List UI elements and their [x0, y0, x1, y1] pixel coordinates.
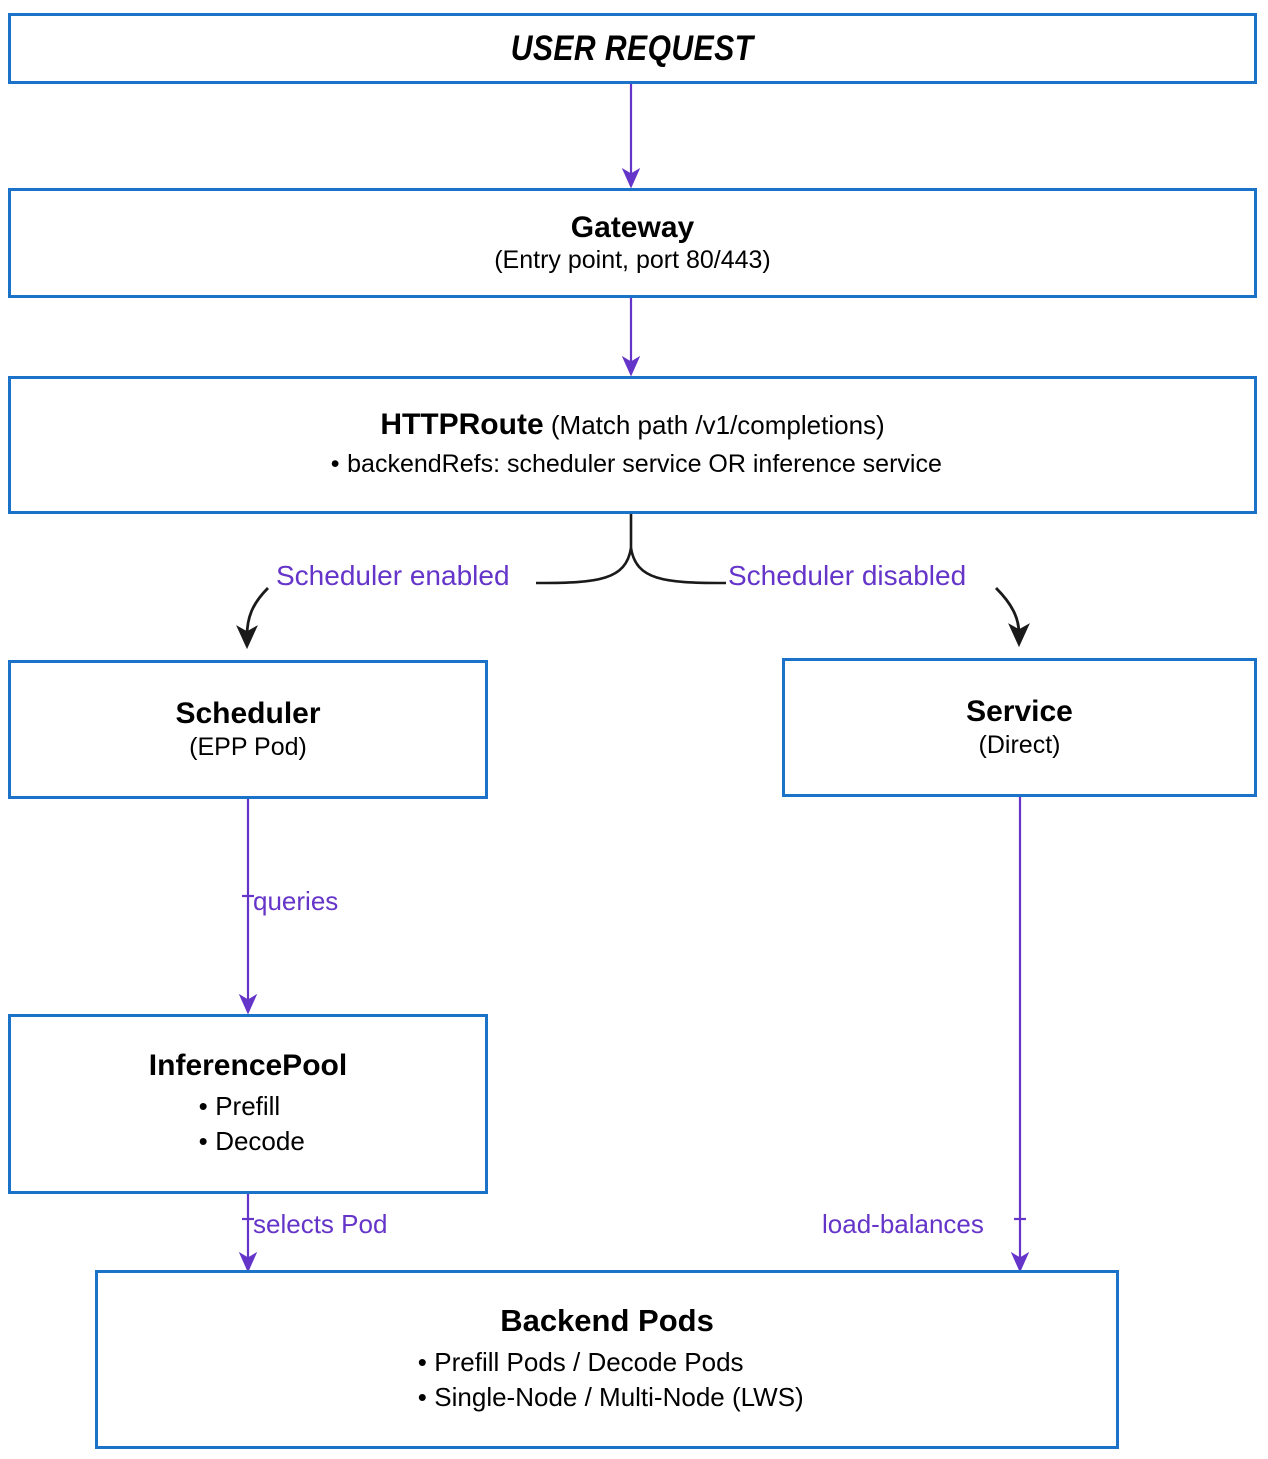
list-item: Prefill [191, 1089, 305, 1124]
list-item: Decode [191, 1124, 305, 1159]
edge-label-scheduler-disabled: Scheduler disabled [728, 560, 967, 591]
node-backendpods[interactable]: Backend Pods Prefill Pods / Decode Pods … [95, 1270, 1119, 1449]
node-user-request[interactable]: USER REQUEST [8, 13, 1257, 84]
node-service-subtitle: (Direct) [978, 731, 1061, 760]
node-scheduler[interactable]: Scheduler (EPP Pod) [8, 660, 488, 799]
edge-label-scheduler-enabled: Scheduler enabled [276, 560, 510, 591]
node-gateway-subtitle: (Entry point, port 80/443) [494, 246, 771, 275]
list-item: Prefill Pods / Decode Pods [410, 1345, 803, 1380]
node-user-request-title: USER REQUEST [511, 28, 754, 68]
list-item: backendRefs: scheduler service OR infere… [323, 448, 942, 482]
node-httproute-title: HTTPRoute [380, 408, 544, 442]
node-httproute-subtitle: (Match path /v1/completions) [550, 410, 885, 441]
node-inferencepool-title: InferencePool [148, 1049, 348, 1083]
edge-label-selects-pod: selects Pod [253, 1209, 388, 1239]
node-gateway-title: Gateway [570, 210, 695, 244]
node-backendpods-title: Backend Pods [500, 1303, 714, 1339]
edge-service-to-backendpods [1010, 797, 1030, 1273]
node-inferencepool[interactable]: InferencePool Prefill Decode [8, 1014, 488, 1194]
list-item: Single-Node / Multi-Node (LWS) [410, 1380, 803, 1415]
node-scheduler-subtitle: (EPP Pod) [189, 733, 307, 762]
node-gateway[interactable]: Gateway (Entry point, port 80/443) [8, 188, 1257, 298]
node-service[interactable]: Service (Direct) [782, 658, 1257, 797]
node-inferencepool-bullets: Prefill Decode [191, 1089, 305, 1159]
node-httproute-bullets: backendRefs: scheduler service OR infere… [323, 448, 942, 482]
edge-label-load-balances: load-balances [822, 1209, 984, 1239]
node-httproute[interactable]: HTTPRoute (Match path /v1/completions) b… [8, 376, 1257, 514]
edge-label-queries: queries [253, 886, 339, 916]
node-scheduler-title: Scheduler [175, 696, 321, 730]
node-httproute-heading: HTTPRoute (Match path /v1/completions) [380, 408, 884, 442]
node-service-title: Service [966, 694, 1073, 728]
node-backendpods-bullets: Prefill Pods / Decode Pods Single-Node /… [410, 1345, 803, 1415]
